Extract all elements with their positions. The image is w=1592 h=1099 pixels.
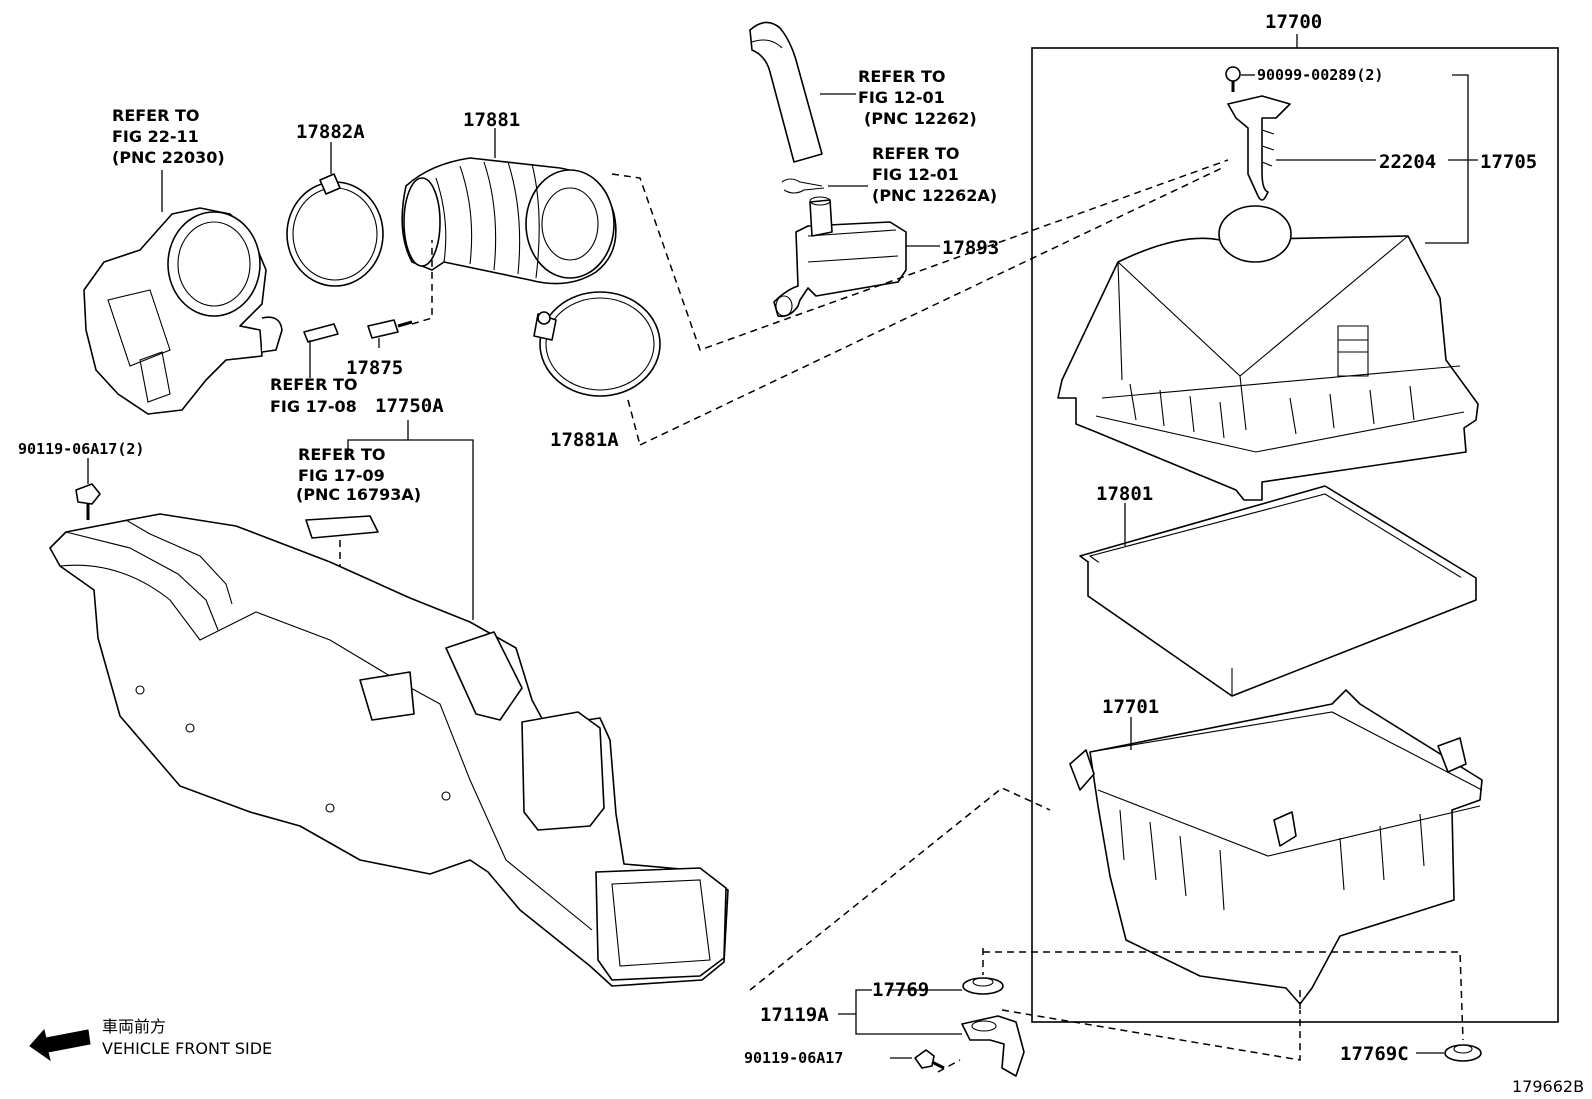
bracket-17119a [961, 1015, 1025, 1077]
ref-16793a-line2: FIG 17-09 [298, 466, 385, 485]
air-cleaner-case [1069, 689, 1483, 1005]
ref-16793a-line1: REFER TO [298, 445, 386, 464]
label-17700: 17700 [1265, 11, 1322, 33]
ref-22030-line2: FIG 22-11 [112, 127, 199, 146]
label-17705: 17705 [1480, 151, 1537, 173]
mass-air-flow-sensor [1227, 95, 1291, 201]
label-17881a: 17881A [550, 429, 619, 451]
air-filter-element [1079, 485, 1477, 697]
intake-hose-17881 [401, 157, 617, 285]
ref-22030-line3: (PNC 22030) [112, 148, 225, 167]
small-hose-17-08 [303, 323, 339, 343]
label-17801: 17801 [1096, 483, 1153, 505]
fitting-17875 [367, 319, 413, 339]
vehicle-front-arrow [29, 1028, 91, 1062]
direction-kanji: 車両前方 [102, 1017, 166, 1036]
throttle-body [83, 207, 283, 415]
label-17882a: 17882A [296, 121, 365, 143]
label-17769c: 17769C [1340, 1043, 1409, 1065]
label-17119a: 17119A [760, 1004, 829, 1026]
ref-12262-line1: REFER TO [858, 67, 946, 86]
diagram-id: 179662B [1512, 1077, 1584, 1096]
resonator-17893 [773, 196, 907, 318]
label-22204: 22204 [1379, 151, 1436, 173]
intake-duct-17750a [49, 513, 729, 987]
label-90119-06a17-2: 90119-06A17(2) [18, 440, 144, 458]
label-17893: 17893 [942, 237, 999, 259]
grommet-17769c [1444, 1044, 1482, 1062]
bolt-90119-06a17-pair [75, 483, 101, 520]
ref-22030-line1: REFER TO [112, 106, 200, 125]
ref-12262a-line3: (PNC 12262A) [872, 186, 997, 205]
ref-12262a-line1: REFER TO [872, 144, 960, 163]
ref-17-08-line1: REFER TO [270, 375, 358, 394]
ref-12262-line3: (PNC 12262) [864, 109, 977, 128]
hose-clip [781, 178, 825, 194]
label-90099-00289: 90099-00289(2) [1257, 66, 1383, 84]
air-cleaner-assembly-frame [1031, 47, 1559, 1023]
ref-17-08-line2: FIG 17-08 [270, 397, 357, 416]
hose-clamp-17881a [533, 291, 661, 397]
air-cleaner-cap [1057, 205, 1479, 501]
ref-12262-line2: FIG 12-01 [858, 88, 945, 107]
label-17881: 17881 [463, 109, 520, 131]
seal-16793a [305, 515, 379, 539]
label-90119-06a17: 90119-06A17 [744, 1049, 843, 1067]
screw-90099 [1225, 66, 1241, 92]
grommet-17769 [962, 977, 1004, 995]
label-17750a: 17750A [375, 395, 444, 417]
bolt-90119-06a17 [914, 1049, 945, 1070]
hose-clamp-17882a [286, 173, 384, 287]
label-17701: 17701 [1102, 696, 1159, 718]
label-17769: 17769 [872, 979, 929, 1001]
label-17875: 17875 [346, 357, 403, 379]
direction-text: VEHICLE FRONT SIDE [102, 1039, 272, 1058]
ref-16793a-line3: (PNC 16793A) [296, 485, 421, 504]
ref-12262a-line2: FIG 12-01 [872, 165, 959, 184]
pcv-hose [749, 21, 823, 163]
